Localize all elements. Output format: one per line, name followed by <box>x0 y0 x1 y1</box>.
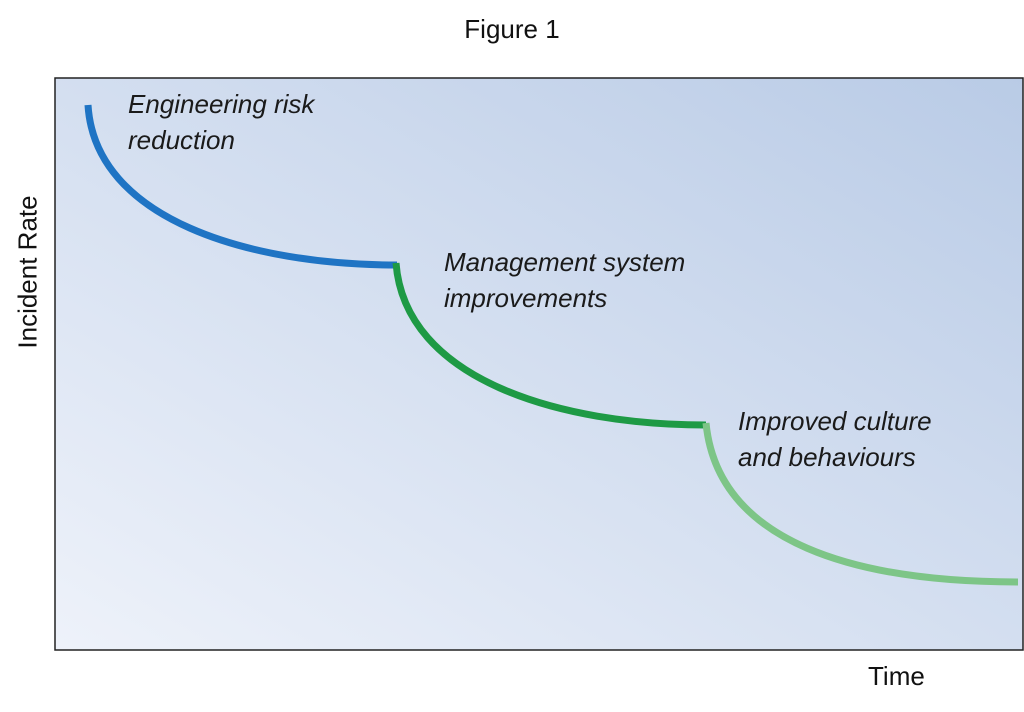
plot-area <box>54 77 1024 651</box>
stage-label-line: Improved culture <box>738 406 932 436</box>
figure-title: Figure 1 <box>464 14 560 44</box>
stage-label-culture: Improved culture and behaviours <box>738 406 939 472</box>
stage-label-line: Management system <box>444 247 685 277</box>
stage-label-management: Management system improvements <box>444 247 693 313</box>
stage-label-line: Engineering risk <box>128 89 316 119</box>
stage-label-engineering: Engineering risk reduction <box>128 89 322 155</box>
stage-label-line: improvements <box>444 283 607 313</box>
curve-engineering <box>84 104 398 269</box>
x-axis-label: Time <box>868 661 925 691</box>
curve-culture <box>702 422 1019 586</box>
curve-management <box>392 262 707 429</box>
stage-label-line: reduction <box>128 125 235 155</box>
stage-label-line: and behaviours <box>738 442 916 472</box>
